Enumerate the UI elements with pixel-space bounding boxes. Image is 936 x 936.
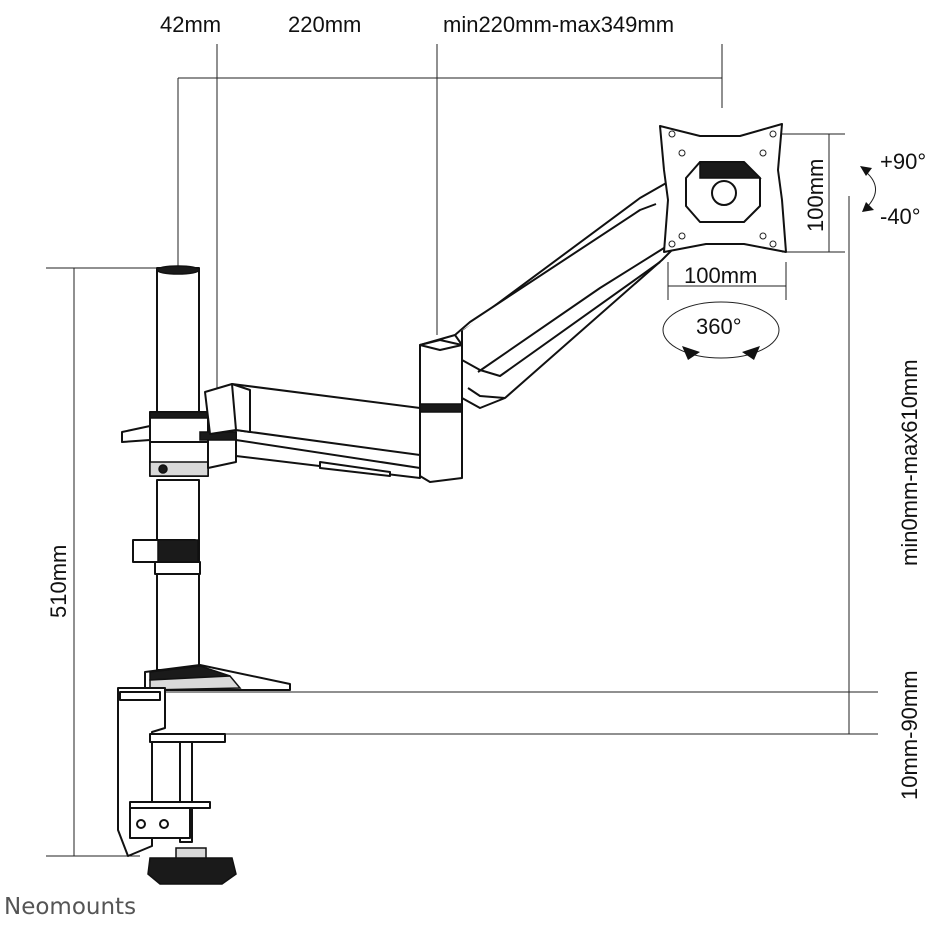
arm-segment-label: 220mm <box>288 12 361 37</box>
brand-logo: Neomounts <box>4 894 136 920</box>
desk-clamp <box>117 664 291 885</box>
desk-thickness-label: 10mm-90mm <box>897 670 922 800</box>
dimension-lines <box>46 44 878 857</box>
pole <box>132 265 201 671</box>
vesa-height-label: 100mm <box>803 159 828 232</box>
height-collar <box>121 411 237 477</box>
clamp-offset-label: 42mm <box>160 12 221 37</box>
tilt-arrow <box>860 166 876 212</box>
arm-segment-1 <box>204 383 421 479</box>
rotation-label: 360° <box>696 314 742 339</box>
rotation-360-arrow <box>662 301 780 360</box>
arm-segment-2 <box>454 181 677 409</box>
height-range-label: min0mm-max610mm <box>897 359 922 566</box>
tilt-up-label: +90° <box>880 149 926 174</box>
pole-height-label: 510mm <box>46 545 71 618</box>
vesa-plate <box>659 123 787 253</box>
vesa-width-label: 100mm <box>684 263 757 288</box>
elbow-joint <box>419 334 463 483</box>
arm-extension-label: min220mm-max349mm <box>443 12 674 37</box>
tilt-down-label: -40° <box>880 204 921 229</box>
